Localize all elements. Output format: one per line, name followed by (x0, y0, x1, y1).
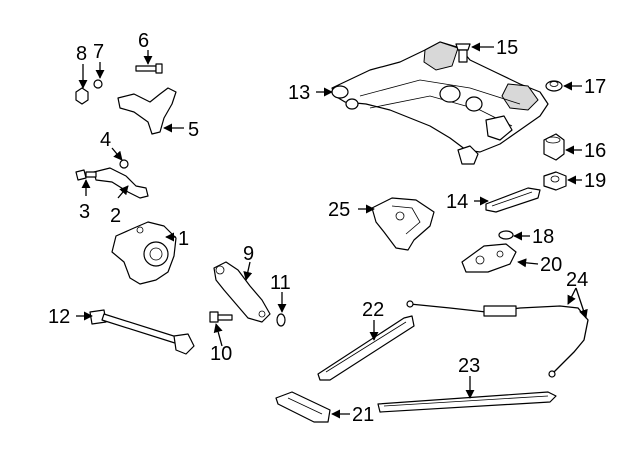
callout-1: 1 (178, 228, 189, 250)
nut-part (545, 80, 563, 92)
callout-16: 16 (584, 140, 606, 162)
callout-7: 7 (93, 41, 104, 63)
trailing-arm-bolt-part (209, 311, 233, 323)
underbody-strip-part (317, 315, 415, 381)
callout-25: 25 (328, 199, 350, 221)
callout-10: 10 (210, 343, 232, 365)
subframe-part (331, 41, 549, 165)
callout-6: 6 (138, 30, 149, 52)
callout-21: 21 (352, 404, 374, 426)
mount-part (543, 171, 567, 191)
callout-20: 20 (540, 254, 562, 276)
cable-part (406, 300, 589, 378)
callout-8: 8 (76, 43, 87, 65)
callout-24: 24 (566, 269, 588, 291)
link-bolt-part (75, 169, 97, 181)
arm-bolt-part (135, 63, 163, 74)
small-nut-part (498, 230, 514, 240)
callout-17: 17 (584, 76, 606, 98)
subframe-bushing-part (543, 133, 565, 161)
callout-22: 22 (362, 299, 384, 321)
bracket-part (461, 243, 517, 273)
mounting-bracket-part (371, 197, 435, 251)
callout-23: 23 (458, 355, 480, 377)
upper-link-part (93, 167, 149, 199)
callout-13: 13 (288, 82, 310, 104)
callout-12: 12 (48, 306, 70, 328)
callout-18: 18 (532, 226, 554, 248)
callout-labels: 1 2 3 4 5 6 7 8 9 10 11 12 13 14 15 16 1… (48, 30, 606, 426)
cover-part (275, 391, 331, 423)
washer-part (93, 79, 103, 89)
callout-9: 9 (243, 243, 254, 265)
callout-2: 2 (110, 205, 121, 227)
callout-15: 15 (496, 37, 518, 59)
arm-nut-part (75, 87, 89, 105)
upper-arm-part (117, 87, 177, 135)
lateral-link-part (89, 309, 195, 355)
link-nut-part (119, 159, 129, 169)
long-rail-part (377, 391, 557, 413)
leader-lines (76, 42, 588, 419)
trailing-arm-part (213, 261, 271, 323)
subframe-bolt-part (455, 43, 471, 63)
callout-4: 4 (100, 129, 111, 151)
callout-14: 14 (446, 191, 468, 213)
callout-3: 3 (79, 201, 90, 223)
knuckle-part (111, 221, 177, 285)
trailing-arm-nut-part (276, 313, 286, 327)
callout-5: 5 (188, 119, 199, 141)
bracket-plate-part (485, 187, 541, 213)
callout-11: 11 (270, 272, 291, 294)
callout-19: 19 (584, 170, 606, 192)
